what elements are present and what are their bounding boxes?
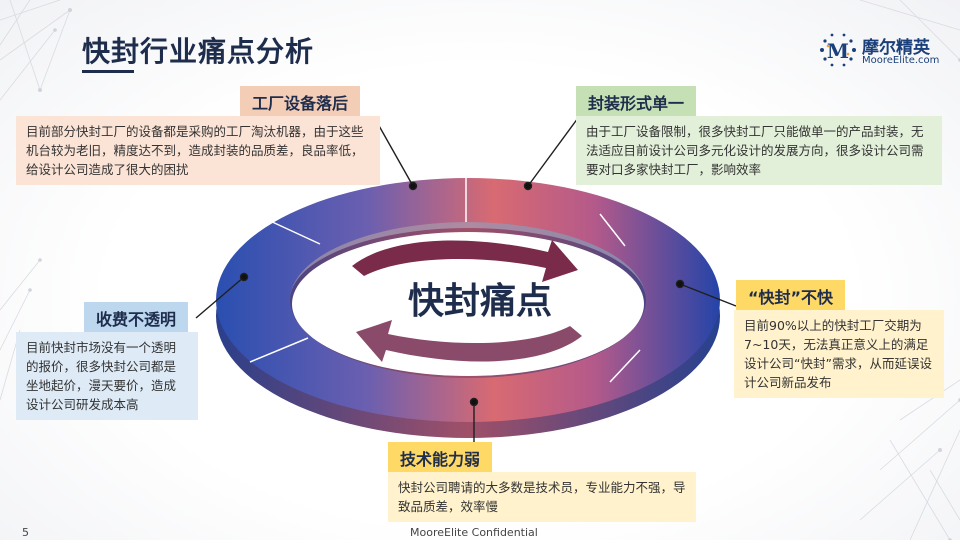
label-speed: “快封”不快 (736, 280, 846, 312)
logo-name-en: MooreElite.com (862, 55, 940, 66)
ring-dividers (249, 178, 641, 383)
cycle-arrows-icon (352, 240, 582, 362)
label-tech: 技术能力弱 (388, 442, 493, 474)
footer-confidential: MooreElite Confidential (410, 526, 538, 539)
box-fee: 目前快封市场没有一个透明的报价，很多快封公司都是坐地起价，漫天要价，造成设计公司… (16, 332, 198, 420)
logo-mark-letter: M (827, 39, 849, 63)
label-fee: 收费不透明 (84, 302, 189, 334)
label-package: 封装形式单一 (576, 86, 697, 118)
ring-top-face (216, 178, 720, 422)
box-equipment: 目前部分快封工厂的设备都是采购的工厂淘汰机器，由于这些机台较为老旧，精度达不到，… (16, 116, 380, 185)
moore-logo-icon: M (820, 33, 856, 67)
label-equipment: 工厂设备落后 (240, 86, 361, 118)
box-package: 由于工厂设备限制，很多快封工厂只能做单一的产品封装，无法适应目前设计公司多元化设… (576, 116, 942, 185)
box-speed: 目前90%以上的快封工厂交期为7~10天，无法真正意义上的满足设计公司“快封”需… (734, 310, 944, 398)
center-title: 快封痛点 (407, 281, 552, 322)
connector-lines (195, 117, 737, 446)
brand-logo: M 摩尔精英 MooreElite.com (818, 30, 948, 70)
page-number: 5 (22, 526, 29, 539)
title-underline (82, 70, 134, 73)
box-tech: 快封公司聘请的大多数是技术员，专业能力不强，导致品质差，效率慢 (388, 472, 696, 522)
page-title: 快封行业痛点分析 (82, 35, 315, 68)
logo-name-cn: 摩尔精英 (862, 38, 930, 58)
